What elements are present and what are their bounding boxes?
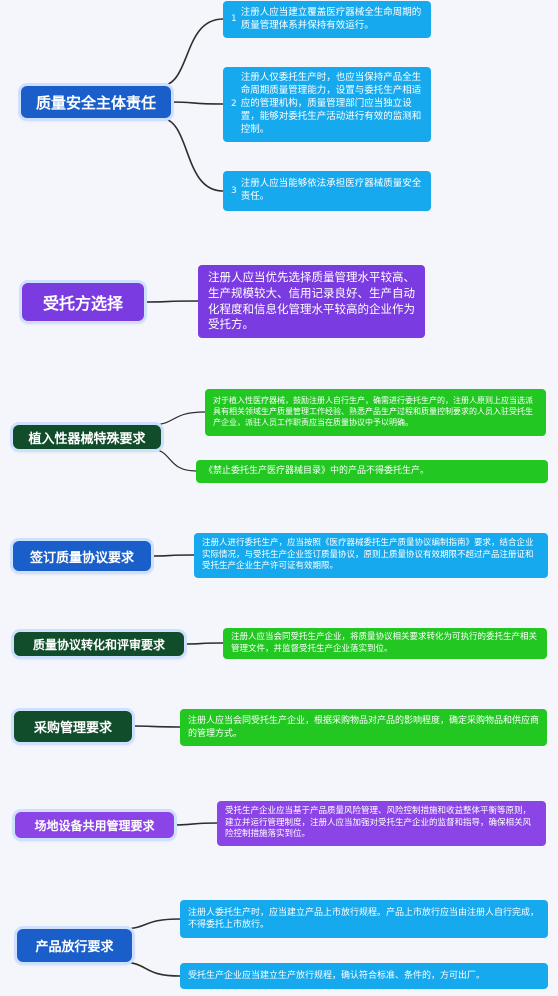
leaf-text: 注册人应当建立覆盖医疗器械全生命周期的质量管理体系并保持有效运行。 [240, 6, 422, 31]
node-agreement-conversion-review[interactable]: 质量协议转化和评审要求 [14, 632, 184, 656]
node-implant-special-requirements[interactable]: 植入性器械特殊要求 [13, 425, 161, 449]
leaf-text: 《禁止委托生产医疗器械目录》中的产品不得委托生产。 [204, 466, 430, 477]
leaf-number: 2 [231, 99, 237, 110]
connector-quality-safety-1 [159, 18, 224, 87]
leaf-text: 注册人仅委托生产时，也应当保持产品全生命周期质量管理能力，设置与委托生产相适应的… [240, 72, 422, 135]
connector-product-release-2 [119, 961, 181, 977]
connector-entrusted-party [143, 300, 199, 303]
node-shared-facilities-management[interactable]: 场地设备共用管理要求 [15, 812, 174, 838]
leaf-text: 注册人应当会同受托生产企业，根据采购物品对产品的影响程度，确定采购物品和供应商的… [188, 716, 540, 739]
connector-implant-2 [149, 448, 197, 472]
connector-implant-1 [149, 411, 206, 426]
connector-product-release-1 [119, 918, 181, 930]
leaf-shared-facilities-management: 受托生产企业应当基于产品质量风险管理、风险控制措施和收益整体平衡等原则，建立并运… [217, 801, 546, 846]
leaf-procurement-management: 注册人应当会同受托生产企业，根据采购物品对产品的影响程度，确定采购物品和供应商的… [180, 709, 547, 746]
leaf-quality-agreement-signing: 注册人进行委托生产，应当按照《医疗器械委托生产质量协议编制指南》要求，结合企业实… [194, 533, 548, 578]
leaf-agreement-conversion-review: 注册人应当会同受托生产企业，将质量协议相关要求转化为可执行的委托生产相关管理文件… [223, 628, 547, 659]
leaf-implant-2: 《禁止委托生产医疗器械目录》中的产品不得委托生产。 [196, 460, 548, 483]
leaf-entrusted-party-selection: 注册人应当优先选择质量管理水平较高、生产规模较大、信用记录良好、生产自动化程度和… [198, 265, 425, 338]
leaf-quality-safety-2: 2 注册人仅委托生产时，也应当保持产品全生命周期质量管理能力，设置与委托生产相适… [223, 67, 431, 142]
connector-quality-safety-2 [170, 101, 224, 105]
leaf-product-release-1: 注册人委托生产时，应当建立产品上市放行规程。产品上市放行应当由注册人自行完成，不… [180, 900, 548, 938]
leaf-text: 注册人委托生产时，应当建立产品上市放行规程。产品上市放行应当由注册人自行完成，不… [188, 907, 540, 930]
leaf-text: 对于植入性医疗器械，鼓励注册人自行生产，确需进行委托生产的，注册人原则上应当选派… [213, 396, 533, 427]
connector-quality-safety-3 [159, 117, 224, 192]
leaf-quality-safety-3: 3 注册人应当能够依法承担医疗器械质量安全责任。 [223, 171, 431, 211]
node-quality-agreement-signing[interactable]: 签订质量协议要求 [13, 541, 151, 571]
connector-shared-facilities [173, 822, 218, 826]
leaf-text: 注册人应当能够依法承担医疗器械质量安全责任。 [240, 178, 422, 202]
connector-procurement [131, 725, 181, 728]
node-procurement-management[interactable]: 采购管理要求 [14, 711, 132, 742]
connector-agreement-signing [150, 554, 195, 557]
node-entrusted-party-selection[interactable]: 受托方选择 [22, 283, 144, 321]
leaf-text: 受托生产企业应当建立生产放行规程，确认符合标准、条件的，方可出厂。 [188, 970, 486, 981]
leaf-product-release-2: 受托生产企业应当建立生产放行规程，确认符合标准、条件的，方可出厂。 [180, 963, 548, 989]
leaf-implant-1: 对于植入性医疗器械，鼓励注册人自行生产，确需进行委托生产的，注册人原则上应当选派… [205, 389, 546, 436]
leaf-text: 注册人进行委托生产，应当按照《医疗器械委托生产质量协议编制指南》要求，结合企业实… [202, 538, 534, 572]
node-product-release[interactable]: 产品放行要求 [17, 929, 132, 962]
leaf-number: 1 [231, 14, 237, 25]
leaf-number: 3 [231, 185, 237, 196]
leaf-quality-safety-1: 1 注册人应当建立覆盖医疗器械全生命周期的质量管理体系并保持有效运行。 [223, 1, 431, 38]
leaf-text: 注册人应当会同受托生产企业，将质量协议相关要求转化为可执行的委托生产相关管理文件… [231, 632, 538, 654]
connector-agreement-review [183, 642, 224, 645]
leaf-text: 受托生产企业应当基于产品质量风险管理、风险控制措施和收益整体平衡等原则，建立并运… [225, 806, 532, 840]
leaf-text: 注册人应当优先选择质量管理水平较高、生产规模较大、信用记录良好、生产自动化程度和… [208, 270, 415, 332]
node-quality-safety[interactable]: 质量安全主体责任 [21, 86, 171, 118]
